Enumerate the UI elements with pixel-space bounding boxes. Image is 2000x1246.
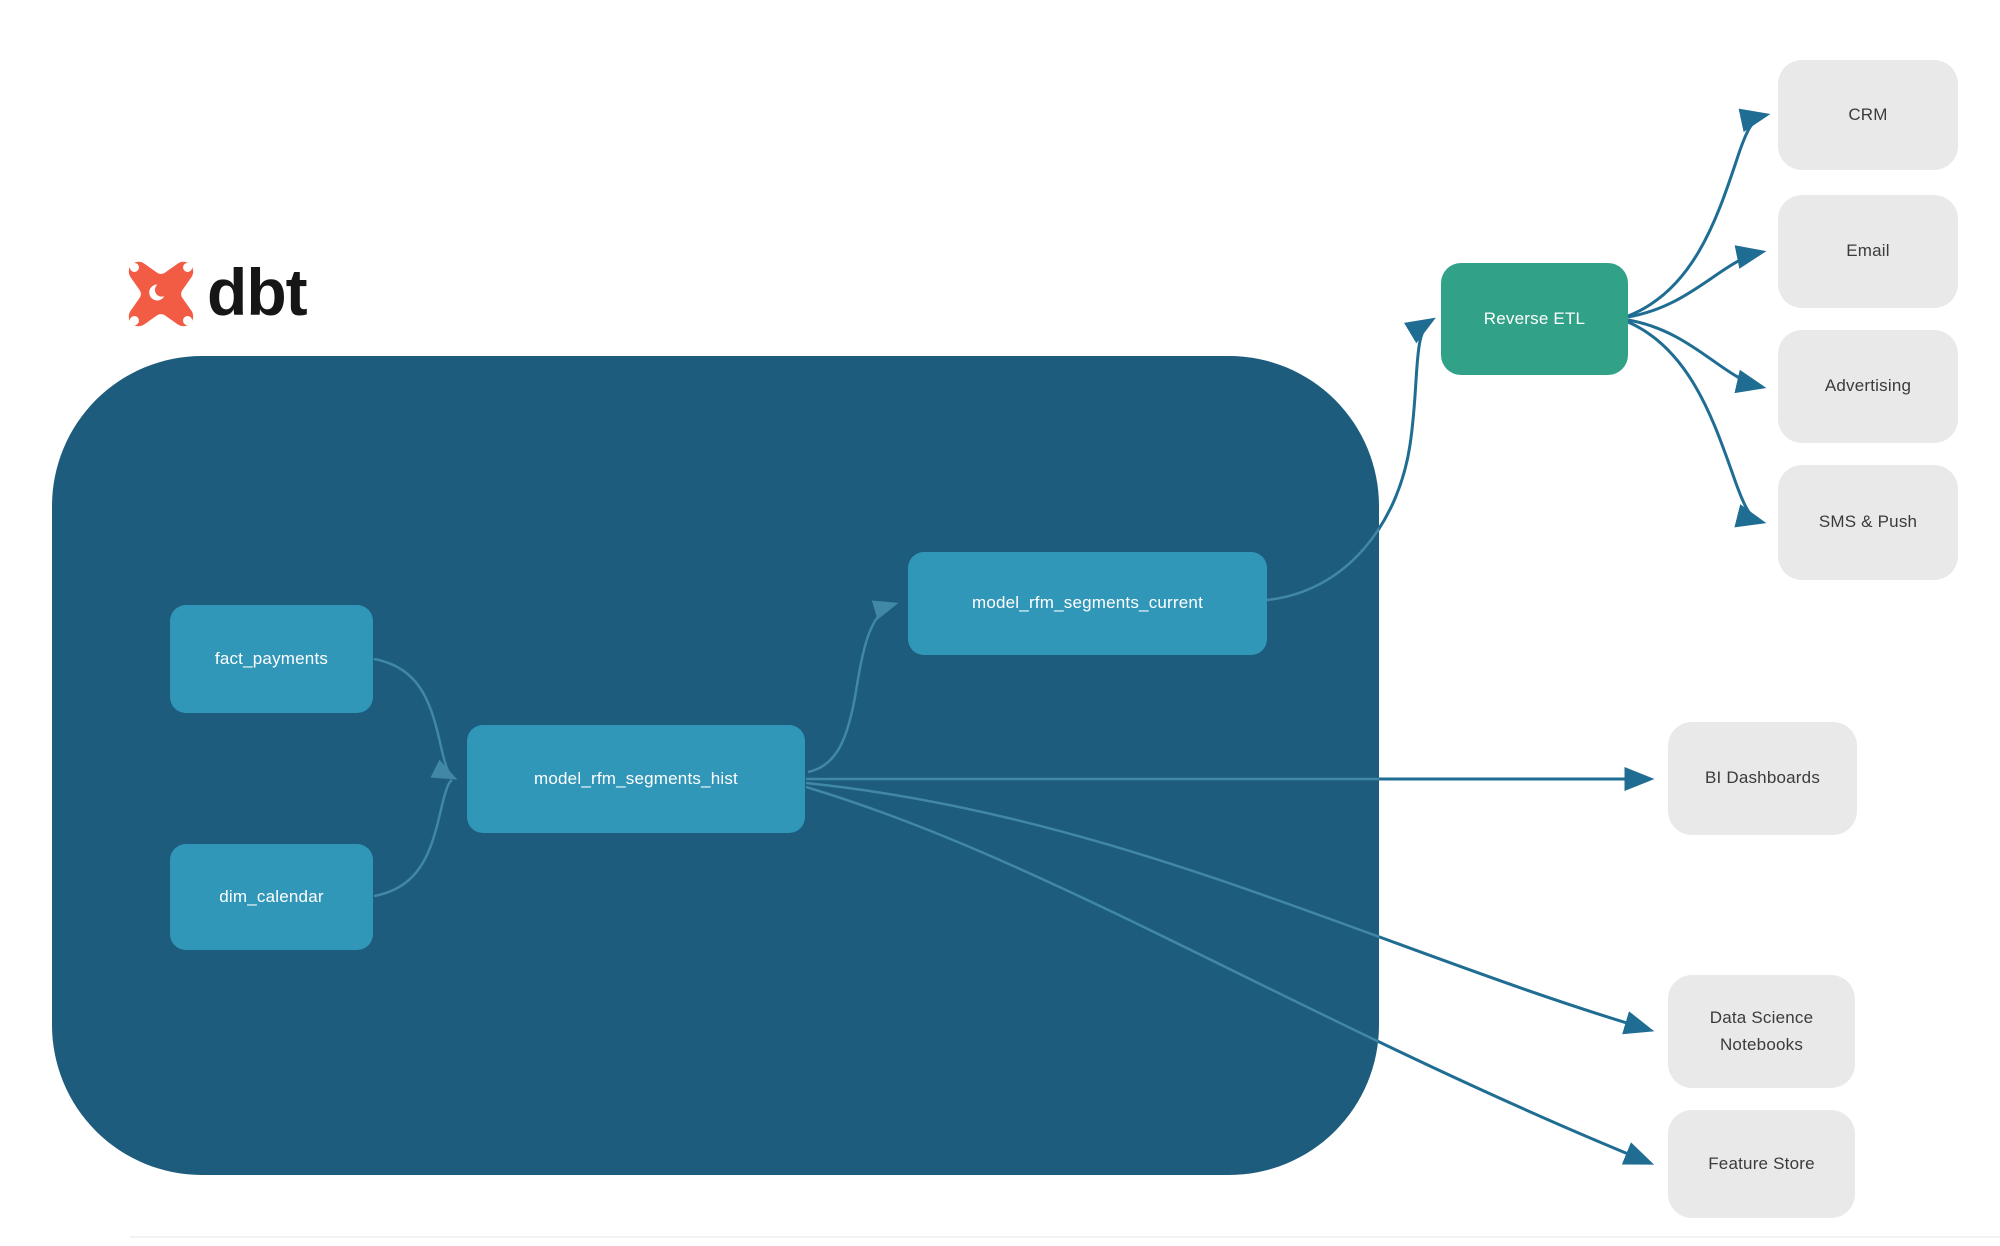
edge-fact-payments-to-hist <box>373 657 458 780</box>
edge-reverse-etl-to-sms-push <box>1627 320 1767 528</box>
dbt-logo: dbt <box>123 255 308 332</box>
node-label: Data Science Notebooks <box>1709 1008 1814 1054</box>
node-advertising: Advertising <box>1778 330 1958 443</box>
node-feature-store: Feature Store <box>1668 1110 1855 1218</box>
edge-hist-to-current <box>807 600 899 774</box>
node-label: Reverse ETL <box>1483 308 1586 328</box>
edge-hist-to-data-science-notebooks-inner <box>805 781 1379 1032</box>
node-bi-dashboards: BI Dashboards <box>1668 722 1857 835</box>
node-label: CRM <box>1848 104 1888 124</box>
node-label: BI Dashboards <box>1704 768 1821 788</box>
edge-current-to-reverse-etl-inner <box>1266 356 1379 602</box>
node-crm: CRM <box>1778 60 1958 170</box>
edge-dim-calendar-to-hist <box>373 778 453 898</box>
node-label: model_rfm_segments_hist <box>534 768 738 788</box>
dbt-logo-text: dbt <box>207 255 308 329</box>
edge-hist-to-feature-store-inner <box>805 785 1379 1165</box>
node-data-science-notebooks: Data Science Notebooks <box>1668 975 1855 1088</box>
edge-reverse-etl-to-advertising <box>1627 318 1767 394</box>
edge-reverse-etl-to-crm <box>1627 108 1771 318</box>
node-label: model_rfm_segments_current <box>971 593 1204 613</box>
edges-inside-group <box>373 356 1379 1165</box>
node-label: Feature Store <box>1708 1153 1815 1173</box>
dbt-star-icon <box>128 261 194 327</box>
edge-reverse-etl-to-email <box>1627 245 1767 319</box>
node-model-rfm-segments-hist: model_rfm_segments_hist <box>467 725 805 833</box>
node-label: SMS & Push <box>1818 512 1918 532</box>
node-model-rfm-segments-current: model_rfm_segments_current <box>908 552 1267 655</box>
node-label: Advertising <box>1824 376 1912 396</box>
node-sms-push: SMS & Push <box>1778 465 1958 580</box>
bottom-edge-line <box>130 1236 2000 1238</box>
node-label: dim_calendar <box>219 886 324 906</box>
node-label: Email <box>1846 241 1890 261</box>
node-email: Email <box>1778 195 1958 308</box>
node-reverse-etl: Reverse ETL <box>1441 263 1628 375</box>
node-label: fact_payments <box>214 648 329 668</box>
node-dim-calendar: dim_calendar <box>170 844 373 950</box>
node-fact-payments: fact_payments <box>170 605 373 713</box>
